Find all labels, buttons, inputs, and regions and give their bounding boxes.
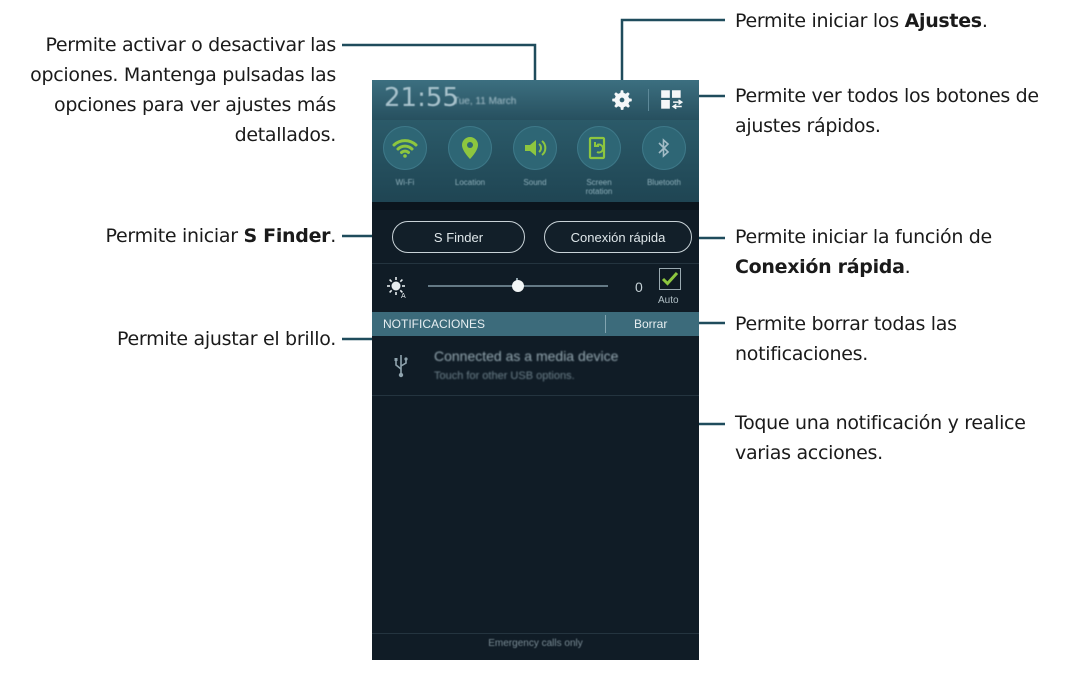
callout-brightness: Permite ajustar el brillo. bbox=[40, 324, 336, 354]
quick-connect-button[interactable]: Conexión rápida bbox=[544, 221, 692, 253]
callout-toggles: Permite activar o desactivar las opcione… bbox=[12, 30, 336, 150]
toggle-label: Bluetooth bbox=[647, 178, 681, 187]
quick-connect-label: Conexión rápida bbox=[570, 229, 666, 245]
callout-quick-buttons: Permite ver todos los botones de ajustes… bbox=[735, 81, 1039, 141]
wifi-icon bbox=[392, 139, 418, 158]
usb-icon bbox=[394, 355, 408, 378]
callout-settings-end: . bbox=[981, 10, 988, 32]
toggle-label: Screen rotation bbox=[585, 178, 613, 196]
callout-sfinder-bold: S Finder bbox=[243, 225, 331, 247]
callout-clear: Permite borrar todas las notificaciones. bbox=[735, 309, 957, 369]
callout-notification-line: varias acciones. bbox=[735, 442, 883, 464]
toggle-location[interactable]: Location bbox=[446, 126, 494, 187]
notifications-divider bbox=[605, 315, 606, 333]
callout-notification: Toque una notificación y realice varias … bbox=[735, 408, 1026, 468]
leader-line-settings bbox=[620, 18, 725, 84]
toggle-label: Wi-Fi bbox=[395, 178, 415, 187]
clear-button[interactable]: Borrar bbox=[634, 317, 668, 331]
toggle-circle bbox=[642, 126, 686, 170]
notification-title: Connected as a media device bbox=[434, 348, 619, 364]
callout-quick-connect-end: . bbox=[904, 256, 911, 278]
toggle-circle bbox=[577, 126, 621, 170]
s-finder-label: S Finder bbox=[433, 229, 484, 245]
callout-toggles-line: opciones para ver ajustes más bbox=[54, 94, 336, 116]
callout-quick-buttons-line: ajustes rápidos. bbox=[735, 115, 881, 137]
divider bbox=[372, 395, 699, 396]
toggle-circle bbox=[383, 126, 427, 170]
callout-brightness-text: Permite ajustar el brillo. bbox=[117, 328, 336, 350]
quick-settings-grid-icon[interactable] bbox=[659, 87, 685, 113]
notification-subtitle: Touch for other USB options. bbox=[434, 370, 575, 382]
callout-settings-text: Permite iniciar los bbox=[735, 10, 905, 32]
date: Tue, 11 March bbox=[453, 96, 517, 107]
screen-rotation-icon bbox=[588, 136, 606, 160]
bluetooth-icon bbox=[658, 138, 670, 158]
auto-brightness-icon: A bbox=[387, 277, 406, 298]
callout-quick-connect-bold: Conexión rápida bbox=[735, 256, 905, 278]
toggle-circle bbox=[448, 126, 492, 170]
toggle-label: Location bbox=[454, 178, 486, 187]
callout-quick-connect: Permite iniciar la función de Conexión r… bbox=[735, 222, 992, 282]
toggle-sound[interactable]: Sound bbox=[511, 126, 559, 187]
notifications-header: NOTIFICACIONES Borrar bbox=[372, 312, 699, 336]
callout-quick-buttons-line: Permite ver todos los botones de bbox=[735, 85, 1039, 107]
s-finder-button[interactable]: S Finder bbox=[392, 221, 525, 253]
callout-quick-connect-line: Permite iniciar la función de bbox=[735, 226, 992, 248]
toggle-circle bbox=[513, 126, 557, 170]
sound-icon bbox=[525, 140, 547, 156]
auto-brightness-checkbox[interactable] bbox=[659, 268, 681, 290]
status-divider bbox=[648, 89, 649, 111]
callout-toggles-line: opciones. Mantenga pulsadas las bbox=[30, 64, 336, 86]
callout-settings: Permite iniciar los Ajustes. bbox=[735, 6, 988, 36]
checkmark-icon bbox=[661, 271, 679, 286]
toggle-wifi[interactable]: Wi-Fi bbox=[381, 126, 429, 187]
callout-sfinder: Permite iniciar S Finder. bbox=[40, 221, 337, 251]
divider bbox=[372, 263, 699, 264]
panel-separator bbox=[372, 202, 699, 210]
brightness-value: 0 bbox=[635, 279, 643, 295]
emergency-calls-text: Emergency calls only bbox=[488, 638, 583, 649]
callout-notification-line: Toque una notificación y realice bbox=[735, 412, 1026, 434]
status-bar: 21:55 Tue, 11 March bbox=[372, 80, 699, 120]
callout-toggles-line: detallados. bbox=[234, 124, 337, 146]
toggle-screen-rotation[interactable]: Screen rotation bbox=[575, 126, 623, 196]
location-icon bbox=[462, 137, 478, 159]
toggle-label: Sound bbox=[523, 178, 547, 187]
clock: 21:55 bbox=[384, 83, 459, 113]
gear-icon[interactable] bbox=[609, 87, 635, 113]
svg-text:A: A bbox=[401, 293, 406, 298]
brightness-slider-handle[interactable] bbox=[512, 280, 524, 292]
callout-toggles-line: Permite activar o desactivar las bbox=[45, 34, 336, 56]
callout-clear-line: notificaciones. bbox=[735, 343, 868, 365]
toggle-bluetooth[interactable]: Bluetooth bbox=[640, 126, 688, 187]
callout-sfinder-text: Permite iniciar bbox=[105, 225, 244, 247]
quick-settings-toggles: Wi-Fi Location Sound bbox=[372, 120, 699, 202]
notification-panel: 21:55 Tue, 11 March Wi-Fi bbox=[372, 80, 699, 660]
divider bbox=[372, 633, 699, 634]
callout-clear-line: Permite borrar todas las bbox=[735, 313, 957, 335]
auto-label: Auto bbox=[658, 295, 679, 306]
notifications-title: NOTIFICACIONES bbox=[383, 317, 486, 331]
callout-sfinder-end: . bbox=[330, 225, 336, 247]
callout-settings-bold: Ajustes bbox=[904, 10, 983, 32]
